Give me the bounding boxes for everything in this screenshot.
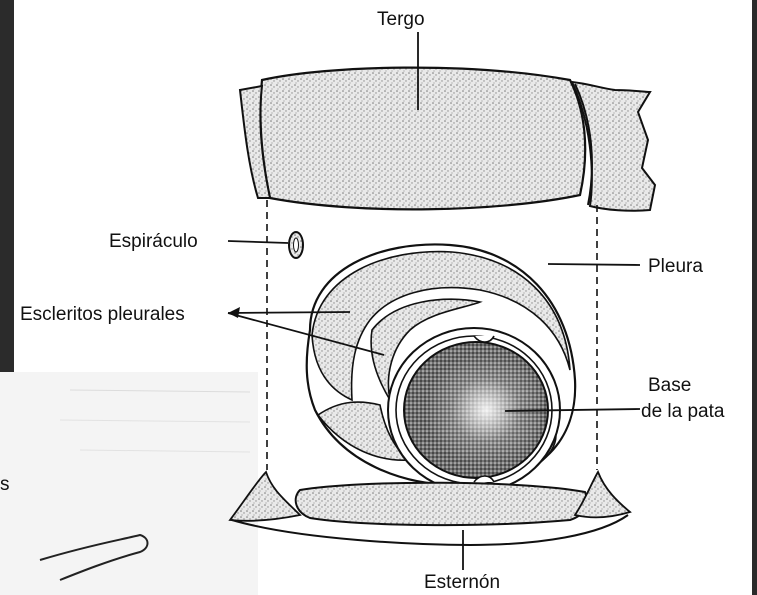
label-esternon: Esternón [424,572,500,593]
tergo-plate [240,68,655,211]
edge-text-fragment: s [0,474,10,495]
sternum-plate [230,472,630,545]
label-pleura: Pleura [648,256,703,277]
background-page-fragment [0,372,258,595]
arrowhead-escleritos [228,307,240,318]
label-tergo: Tergo [377,9,425,30]
label-escleritos-pleurales: Escleritos pleurales [20,304,185,325]
leader-espiraculo [228,241,288,243]
frame-right [752,0,757,595]
leader-escleritos-1 [228,312,350,313]
label-base-line2: de la pata [641,401,725,422]
frame-left-strip [0,0,14,372]
label-espiraculo: Espiráculo [109,231,198,252]
leader-pleura [548,264,640,265]
label-base-line1: Base [648,375,691,396]
